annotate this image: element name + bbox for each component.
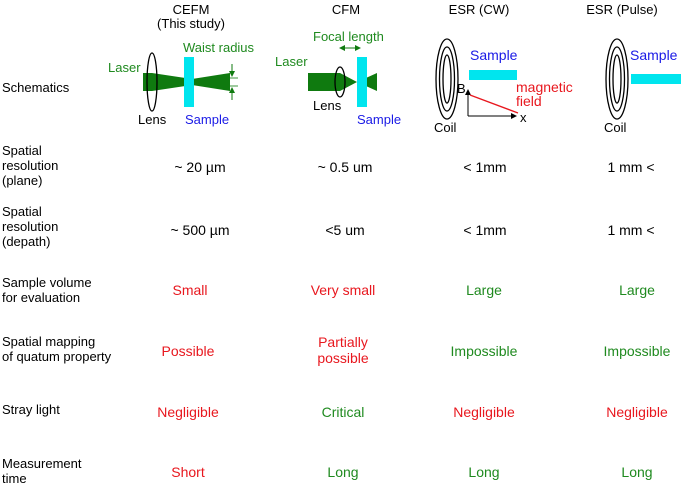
cfm-laser-beam xyxy=(308,73,357,91)
cell-stray-light-esr-pulse: Negligible xyxy=(606,404,668,420)
esr-pulse-coil-ring-2 xyxy=(608,46,626,112)
esr-cw-field-label-2: field xyxy=(516,93,542,109)
row-label-line: resolution xyxy=(2,219,59,234)
esr-cw-sample-label: Sample xyxy=(470,47,518,63)
cell-line: possible xyxy=(317,350,369,366)
esr-cw-field-label-1: magnetic xyxy=(516,79,573,95)
row-label-line: time xyxy=(2,471,27,486)
column-header-esr-cw-line1: ESR (CW) xyxy=(448,2,510,17)
cell-spatial-mapping-esr-pulse: Impossible xyxy=(603,343,671,359)
column-header-cfm-line1: CFM xyxy=(331,2,361,17)
esr-cw-sample-bar xyxy=(469,70,517,80)
cell-sample-volume-esr-cw: Large xyxy=(466,282,502,298)
cell-resolution-plane-esr-cw: < 1mm xyxy=(463,159,507,175)
column-header-cefm: CEFM (This study) xyxy=(131,3,251,31)
cfm-focal-label: Focal length xyxy=(313,29,384,44)
cell-resolution-depth-cefm: ~ 500 µm xyxy=(170,222,230,238)
cell-resolution-plane-esr-pulse: 1 mm < xyxy=(607,159,655,175)
esr-cw-schematic: Sample B magnetic field x Coil xyxy=(434,38,573,135)
row-label-schematics: Schematics xyxy=(2,80,142,95)
cell-stray-light-cfm: Critical xyxy=(321,404,365,420)
column-header-esr-pulse: ESR (Pulse) xyxy=(562,3,682,17)
cell-measurement-time-cfm: Long xyxy=(327,464,359,480)
cell-spatial-mapping-cfm: Partially possible xyxy=(278,334,408,366)
esr-pulse-sample-bar xyxy=(631,74,681,84)
cell-measurement-time-esr-pulse: Long xyxy=(621,464,653,480)
cefm-sample-label: Sample xyxy=(185,112,229,127)
row-label-resolution-depth: Spatial resolution (depath) xyxy=(2,204,142,249)
esr-cw-b-label: B xyxy=(457,81,466,96)
esr-cw-coil-ring-2 xyxy=(438,46,456,112)
row-label-line: Stray light xyxy=(2,402,60,417)
esr-cw-coil-label: Coil xyxy=(434,120,457,135)
column-header-esr-pulse-line1: ESR (Pulse) xyxy=(586,2,658,17)
cefm-lens-icon xyxy=(146,52,158,112)
cell-stray-light-cefm: Negligible xyxy=(157,404,219,420)
row-label-line: of quatum property xyxy=(2,349,112,364)
cfm-sample-bar xyxy=(357,57,367,107)
cfm-schematic: Focal length Laser Lens Sample xyxy=(275,29,401,127)
cell-resolution-plane-cefm: ~ 20 µm xyxy=(174,159,226,175)
row-label-line: (depath) xyxy=(2,234,51,249)
row-label-line: resolution xyxy=(2,158,59,173)
cell-sample-volume-cfm: Very small xyxy=(310,282,376,298)
esr-pulse-coil-icon xyxy=(605,38,629,120)
column-header-cefm-line2: (This study) xyxy=(157,16,225,31)
cfm-laser-label: Laser xyxy=(275,54,308,69)
esr-pulse-coil-label: Coil xyxy=(604,120,627,135)
row-label-sample-volume: Sample volume for evaluation xyxy=(2,275,142,305)
cell-measurement-time-esr-cw: Long xyxy=(468,464,500,480)
row-label-stray-light: Stray light xyxy=(2,402,142,417)
cfm-sample-label: Sample xyxy=(357,112,401,127)
row-label-line: Spatial mapping xyxy=(2,334,96,349)
cell-resolution-plane-cfm: ~ 0.5 um xyxy=(317,159,373,175)
cefm-schematic: Laser Waist radius Lens Sample xyxy=(108,40,255,127)
row-label-line: Schematics xyxy=(2,80,70,95)
row-label-line: for evaluation xyxy=(2,290,81,305)
cell-sample-volume-cefm: Small xyxy=(172,282,208,298)
esr-pulse-sample-label: Sample xyxy=(630,47,678,63)
row-label-line: Spatial xyxy=(2,204,42,219)
esr-cw-coil-icon xyxy=(435,38,459,120)
cefm-sample-bar xyxy=(184,57,194,107)
cfm-lens-label: Lens xyxy=(313,98,342,113)
cell-resolution-depth-esr-cw: < 1mm xyxy=(463,222,507,238)
esr-pulse-coil-ring-3 xyxy=(612,54,622,104)
column-header-esr-cw: ESR (CW) xyxy=(419,3,539,17)
cell-stray-light-esr-cw: Negligible xyxy=(453,404,515,420)
esr-pulse-schematic: Sample Coil xyxy=(604,38,681,135)
row-label-line: Measurement xyxy=(2,456,82,471)
cefm-laser-label: Laser xyxy=(108,60,141,75)
row-label-line: (plane) xyxy=(2,173,43,188)
row-label-measurement-time: Measurement time xyxy=(2,456,142,486)
row-label-line: Spatial xyxy=(2,143,42,158)
column-header-cefm-line1: CEFM xyxy=(172,2,210,17)
row-label-line: Sample volume xyxy=(2,275,92,290)
cell-resolution-depth-esr-pulse: 1 mm < xyxy=(607,222,655,238)
esr-cw-field-line xyxy=(469,94,519,114)
cefm-lens-label: Lens xyxy=(138,112,167,127)
esr-cw-coil-ring-3 xyxy=(442,54,452,104)
row-label-spatial-mapping: Spatial mapping of quatum property xyxy=(2,334,142,364)
cell-spatial-mapping-esr-cw: Impossible xyxy=(450,343,518,359)
cfm-lens-icon xyxy=(334,66,346,98)
esr-cw-x-label: x xyxy=(520,110,527,125)
row-label-resolution-plane: Spatial resolution (plane) xyxy=(2,143,142,188)
cell-resolution-depth-cfm: <5 um xyxy=(325,222,365,238)
column-header-cfm: CFM xyxy=(286,3,406,17)
cell-line: Partially xyxy=(318,334,368,350)
cell-sample-volume-esr-pulse: Large xyxy=(619,282,655,298)
cefm-waist-label: Waist radius xyxy=(183,40,255,55)
cell-spatial-mapping-cefm: Possible xyxy=(161,343,215,359)
cell-measurement-time-cefm: Short xyxy=(171,464,205,480)
